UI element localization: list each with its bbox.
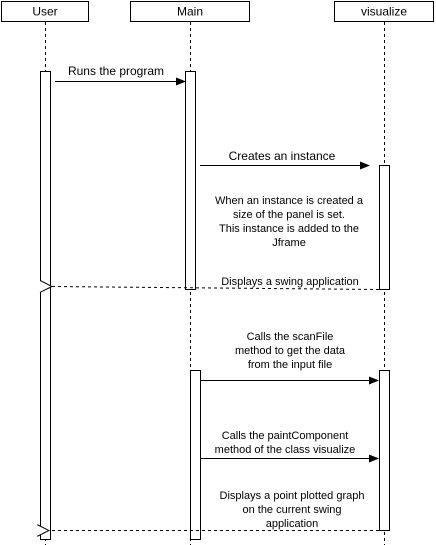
message-displays-graph-line: on the current swing [242, 504, 341, 516]
message-displays-swing-label: Displays a swing application [221, 276, 359, 288]
participant-user-label: User [32, 5, 57, 19]
participant-main: Main [130, 1, 250, 22]
message-displays-graph-line: Displays a point plotted graph [220, 490, 365, 502]
message-displays-graph: Displays a point plotted graph on the cu… [49, 490, 379, 531]
participant-visualize-label: visualize [361, 5, 407, 19]
message-creates-instance: Creates an instance [200, 149, 370, 170]
activation-main-2 [190, 370, 201, 540]
activation-user [40, 71, 51, 540]
activation-visualize-2 [379, 370, 390, 531]
message-runs-program: Runs the program [55, 64, 186, 86]
message-calls-scanfile: Calls the scanFile method to get the dat… [201, 331, 379, 385]
instance-note-line: size of the panel is set. [233, 209, 345, 221]
instance-note: When an instance is created a size of th… [215, 195, 364, 249]
instance-note-line: This instance is added to the [219, 223, 359, 235]
message-calls-paint: Calls the paintComponent method of the c… [201, 430, 379, 463]
message-calls-scanfile-line: from the input file [248, 359, 332, 371]
instance-note-line: Jframe [272, 237, 306, 249]
message-calls-scanfile-line: method to get the data [235, 345, 346, 357]
participant-visualize: visualize [334, 1, 434, 22]
activation-visualize-1 [379, 165, 390, 290]
instance-note-line: When an instance is created a [215, 195, 364, 207]
message-creates-instance-label: Creates an instance [229, 149, 336, 163]
participant-user: User [1, 1, 89, 22]
message-runs-program-label: Runs the program [68, 64, 164, 78]
message-calls-scanfile-line: Calls the scanFile [247, 331, 334, 343]
message-displays-graph-line: application [266, 518, 319, 530]
activation-main-1 [185, 71, 196, 290]
message-calls-paint-line: method of the class visualize [215, 444, 356, 456]
message-calls-paint-line: Calls the paintComponent [222, 430, 349, 442]
message-displays-swing: Displays a swing application [52, 276, 380, 290]
participant-main-label: Main [177, 5, 203, 19]
